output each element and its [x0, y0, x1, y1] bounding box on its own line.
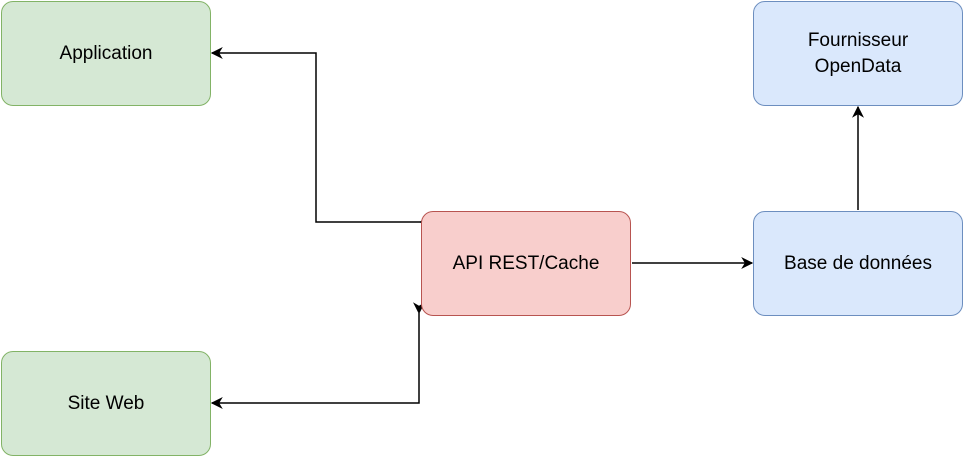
node-site-web-label: Site Web [67, 392, 145, 414]
node-opendata-provider-label: Fournisseur OpenData [807, 29, 909, 77]
node-site-web: Site Web [1, 351, 211, 456]
node-application: Application [1, 1, 211, 106]
node-opendata-provider: Fournisseur OpenData [753, 1, 963, 106]
node-application-label: Application [59, 42, 153, 64]
node-database-label: Base de données [784, 252, 932, 274]
node-api-rest-cache-label: API REST/Cache [452, 252, 600, 274]
node-api-rest-cache: API REST/Cache [421, 211, 631, 316]
edge-api-site-web [210, 302, 425, 409]
node-database: Base de données [753, 211, 963, 316]
edge-api-application [210, 47, 431, 228]
